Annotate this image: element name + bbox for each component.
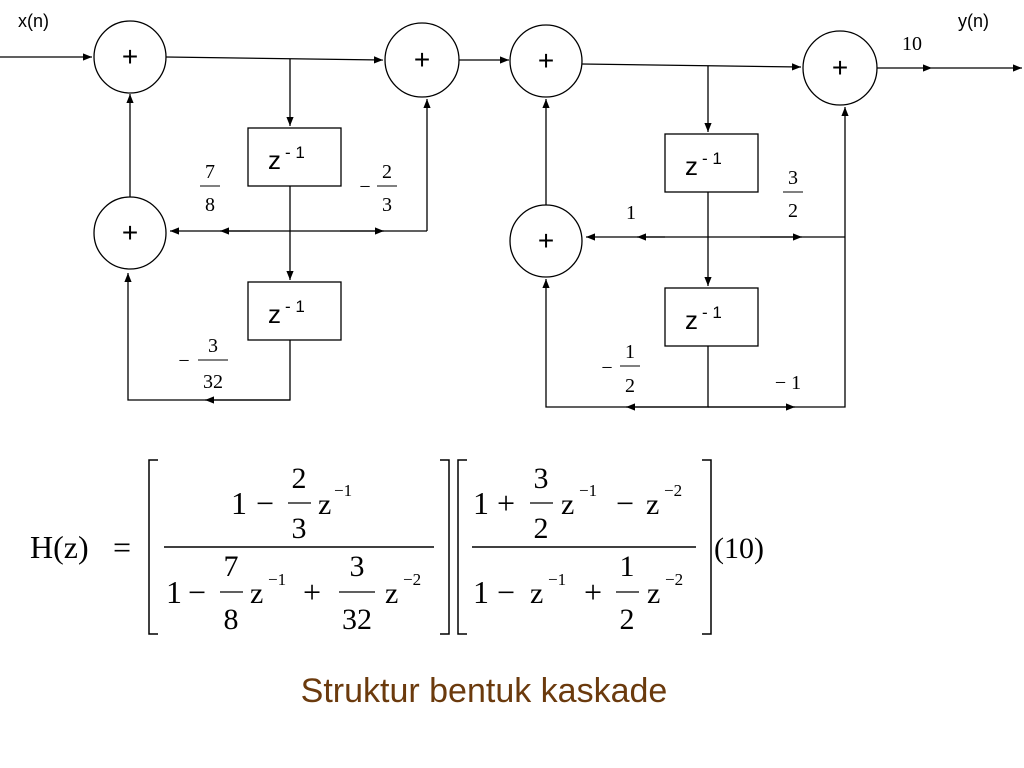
svg-text:7: 7 [224, 550, 239, 583]
adder-2-symbol: + [122, 217, 138, 248]
slide-caption: Struktur bentuk kaskade [300, 672, 668, 710]
delay-2-exp: - 1 [285, 297, 305, 316]
eq-lhs: H(z) [30, 529, 89, 565]
delay-4-exp: - 1 [702, 303, 722, 322]
transfer-function: H(z) = 1 − 2 3 z −1 1 − 7 8 z −1 + 3 [30, 459, 764, 636]
delay-3-exp: - 1 [702, 149, 722, 168]
svg-text:1: 1 [620, 550, 635, 583]
svg-text:−: − [188, 574, 206, 610]
svg-text:1: 1 [625, 341, 635, 363]
svg-text:z: z [646, 488, 659, 521]
svg-text:z- 1: z- 1 [268, 297, 305, 329]
eq-tag: (10) [714, 532, 764, 565]
delay-2-base: z [268, 299, 281, 329]
coef-minus-1-2: − 1 2 [601, 341, 640, 397]
adder-1-symbol: + [122, 41, 138, 72]
svg-text:−: − [359, 176, 370, 198]
delay-1-exp: - 1 [285, 143, 305, 162]
svg-text:2: 2 [534, 512, 549, 545]
stage-1: + z- 1 + z- 1 [0, 20, 509, 404]
svg-text:1: 1 [166, 574, 182, 610]
stage-2: + z- 1 + z- 1 [509, 24, 1022, 411]
delay-2 [247, 281, 342, 341]
output-gain-label: 10 [902, 33, 922, 55]
stage2-forward-line [581, 63, 802, 71]
svg-text:2: 2 [292, 462, 307, 495]
block-diagram: x(n) y(n) + z- 1 [0, 11, 1022, 411]
svg-text:−: − [256, 485, 274, 521]
eq-equals: = [113, 529, 131, 565]
factor-2-denominator: 1 − z −1 + 1 2 z −2 [473, 550, 683, 636]
adder-3-symbol: + [414, 44, 430, 75]
svg-text:2: 2 [625, 375, 635, 397]
svg-text:z- 1: z- 1 [268, 143, 305, 175]
svg-text:z: z [250, 577, 263, 610]
svg-text:2: 2 [620, 603, 635, 636]
factor-2-numerator: 1 + 3 2 z −1 − z −2 [473, 462, 682, 545]
factor-1-numerator: 1 − 2 3 z −1 [231, 462, 352, 545]
svg-text:z: z [385, 577, 398, 610]
svg-text:3: 3 [350, 550, 365, 583]
svg-text:−1: −1 [268, 570, 286, 589]
svg-text:+: + [497, 485, 515, 521]
delay-3 [664, 133, 759, 193]
coef-minus-1: − 1 [775, 372, 801, 394]
svg-text:3: 3 [292, 512, 307, 545]
svg-text:32: 32 [203, 371, 223, 393]
svg-text:1: 1 [473, 485, 489, 521]
coef-1: 1 [626, 202, 636, 224]
svg-text:z- 1: z- 1 [685, 303, 722, 335]
bracket-2 [457, 459, 712, 635]
svg-text:−: − [601, 357, 612, 379]
svg-text:−1: −1 [548, 570, 566, 589]
output-label: y(n) [958, 11, 989, 31]
svg-text:1: 1 [473, 574, 489, 610]
svg-text:−1: −1 [579, 481, 597, 500]
svg-text:32: 32 [342, 603, 372, 636]
adder-4-symbol: + [538, 45, 554, 76]
svg-text:8: 8 [224, 603, 239, 636]
svg-text:−2: −2 [403, 570, 421, 589]
bracket-1 [148, 459, 450, 635]
coef-3-2: 3 2 [783, 167, 803, 222]
svg-text:3: 3 [382, 194, 392, 216]
svg-text:2: 2 [382, 161, 392, 183]
svg-text:−2: −2 [665, 570, 683, 589]
coef-minus-2-3: − 2 3 [359, 161, 397, 216]
svg-text:z: z [561, 488, 574, 521]
delay-3-base: z [685, 151, 698, 181]
adder-5-symbol: + [538, 225, 554, 256]
svg-text:z: z [318, 488, 331, 521]
adder-4 [509, 24, 583, 98]
factor-1-denominator: 1 − 7 8 z −1 + 3 32 z −2 [166, 550, 421, 636]
svg-text:8: 8 [205, 194, 215, 216]
svg-text:z: z [647, 577, 660, 610]
svg-text:3: 3 [208, 335, 218, 357]
svg-text:+: + [584, 574, 602, 610]
input-label: x(n) [18, 11, 49, 31]
delay-1 [247, 127, 342, 187]
svg-text:z- 1: z- 1 [685, 149, 722, 181]
svg-text:1: 1 [231, 485, 247, 521]
svg-text:7: 7 [205, 161, 215, 183]
svg-text:−1: −1 [334, 481, 352, 500]
svg-text:+: + [303, 574, 321, 610]
delay-1-base: z [268, 145, 281, 175]
delay-4 [664, 287, 759, 347]
svg-text:2: 2 [788, 200, 798, 222]
svg-text:−2: −2 [664, 481, 682, 500]
stage1-forward-line [165, 56, 384, 64]
coef-minus-3-32: − 3 32 [178, 335, 228, 393]
svg-text:3: 3 [788, 167, 798, 189]
svg-text:−: − [616, 485, 634, 521]
adder-6-symbol: + [832, 52, 848, 83]
svg-text:−: − [178, 350, 189, 372]
coef-7-8: 7 8 [200, 161, 220, 216]
svg-text:3: 3 [534, 462, 549, 495]
svg-text:−: − [497, 574, 515, 610]
feedforward-minus-1-line [708, 107, 849, 408]
svg-text:z: z [530, 577, 543, 610]
delay-4-base: z [685, 305, 698, 335]
